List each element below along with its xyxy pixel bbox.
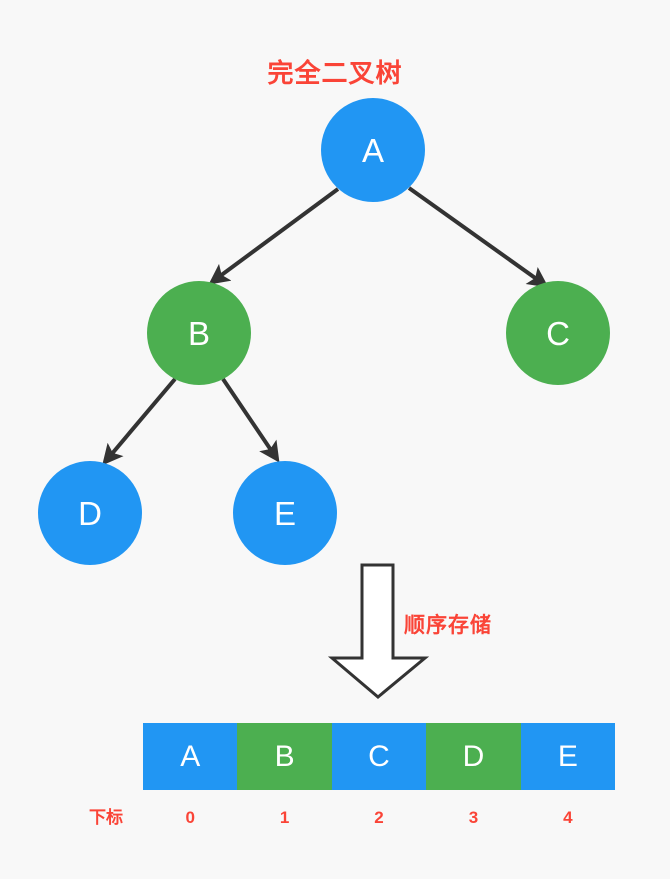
tree-node-c[interactable]: C: [506, 281, 610, 385]
tree-node-b[interactable]: B: [147, 281, 251, 385]
array-cell-4[interactable]: E: [520, 723, 616, 790]
index-caption: 下标: [89, 808, 123, 827]
tree-node-a-label: A: [361, 131, 384, 169]
tree-node-c-label: C: [546, 314, 570, 352]
edge-a-c: [407, 186, 549, 288]
index-label-1: 1: [279, 808, 290, 827]
edge-a-b: [208, 187, 340, 285]
tree-node-b-label: B: [187, 314, 210, 352]
page-title: 完全二叉树: [267, 58, 403, 88]
array-cell-0-value: A: [180, 739, 201, 773]
array-cell-4-value: E: [557, 739, 578, 773]
index-label-0: 0: [185, 808, 195, 827]
array-cell-3-value: D: [462, 739, 485, 773]
sequential-storage-arrow: [327, 563, 430, 699]
tree-node-e-label: E: [273, 494, 296, 532]
tree-node-e[interactable]: E: [233, 461, 337, 565]
array-cell-2[interactable]: C: [331, 723, 427, 790]
edge-b-d: [102, 377, 177, 466]
index-row: 0 1 2 3 4: [143, 806, 615, 830]
array-cell-2-value: C: [368, 739, 390, 773]
index-label-2: 2: [374, 808, 384, 827]
array-row: A B C D E: [143, 723, 616, 790]
edge-b-e: [221, 377, 280, 463]
index-label-4: 4: [563, 808, 573, 827]
tree-node-a[interactable]: A: [321, 98, 425, 202]
index-label-3: 3: [468, 808, 479, 827]
array-cell-1[interactable]: B: [237, 723, 332, 790]
sequential-storage-label: 顺序存储: [404, 614, 492, 637]
tree-node-d-label: D: [78, 494, 102, 532]
tree-node-d[interactable]: D: [38, 461, 142, 565]
array-cell-1-value: B: [274, 739, 295, 773]
array-cell-0[interactable]: A: [143, 723, 238, 790]
array-cell-3[interactable]: D: [426, 723, 521, 790]
